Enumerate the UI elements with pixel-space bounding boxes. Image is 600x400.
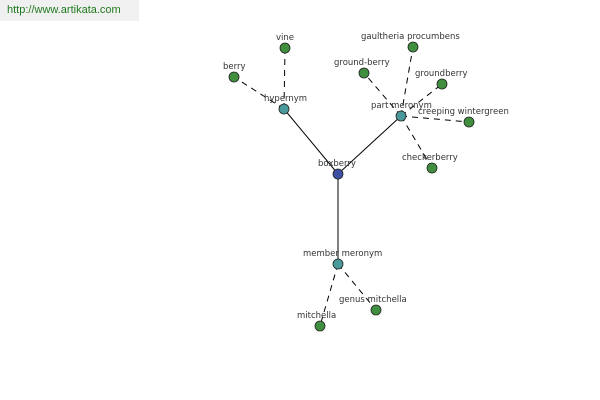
node-center[interactable] bbox=[332, 168, 344, 180]
label-member-meronym[interactable]: member meronym bbox=[303, 249, 382, 259]
source-link[interactable]: http://www.artikata.com bbox=[7, 4, 121, 16]
edge-part-creeping-wintergreen bbox=[400, 115, 470, 123]
label-checkerberry[interactable]: checkerberry bbox=[402, 153, 458, 163]
edge-part-groundberry bbox=[400, 83, 443, 117]
edge-member-genus-mitchella bbox=[337, 263, 377, 311]
node-mitchella[interactable] bbox=[314, 320, 326, 332]
edge-center-hypernym bbox=[283, 108, 339, 175]
source-banner: http://www.artikata.com bbox=[0, 0, 139, 21]
label-part-meronym[interactable]: part meronym bbox=[371, 101, 432, 111]
label-mitchella[interactable]: mitchella bbox=[297, 311, 336, 321]
label-gaultheria-procumbens[interactable]: gaultheria procumbens bbox=[361, 32, 460, 42]
label-vine[interactable]: vine bbox=[276, 33, 294, 43]
label-berry[interactable]: berry bbox=[223, 62, 246, 72]
node-genus-mitchella[interactable] bbox=[370, 304, 382, 316]
node-gaultheria-procumbens[interactable] bbox=[407, 41, 419, 53]
edge-part-gaultheria-procumbens bbox=[400, 46, 414, 117]
graph-nodes bbox=[228, 41, 475, 332]
graph-edges bbox=[233, 46, 470, 327]
node-member-meronym[interactable] bbox=[332, 258, 344, 270]
label-creeping-wintergreen[interactable]: creeping wintergreen bbox=[418, 107, 509, 117]
node-berry[interactable] bbox=[228, 71, 240, 83]
edge-center-part-meronym bbox=[337, 115, 402, 175]
label-hypernym[interactable]: hypernym bbox=[264, 94, 307, 104]
edge-part-ground-berry bbox=[363, 72, 402, 117]
node-vine[interactable] bbox=[279, 42, 291, 54]
node-groundberry[interactable] bbox=[436, 78, 448, 90]
graph-labels: boxberry hypernym part meronym member me… bbox=[223, 32, 509, 321]
label-center[interactable]: boxberry bbox=[318, 159, 356, 169]
edge-hypernym-berry bbox=[233, 76, 285, 110]
node-ground-berry[interactable] bbox=[358, 67, 370, 79]
node-checkerberry[interactable] bbox=[426, 162, 438, 174]
node-hypernym[interactable] bbox=[278, 103, 290, 115]
label-genus-mitchella[interactable]: genus mitchella bbox=[339, 295, 407, 305]
node-part-meronym[interactable] bbox=[395, 110, 407, 122]
node-creeping-wintergreen[interactable] bbox=[463, 116, 475, 128]
label-ground-berry[interactable]: ground-berry bbox=[334, 58, 390, 68]
label-groundberry[interactable]: groundberry bbox=[415, 69, 468, 79]
